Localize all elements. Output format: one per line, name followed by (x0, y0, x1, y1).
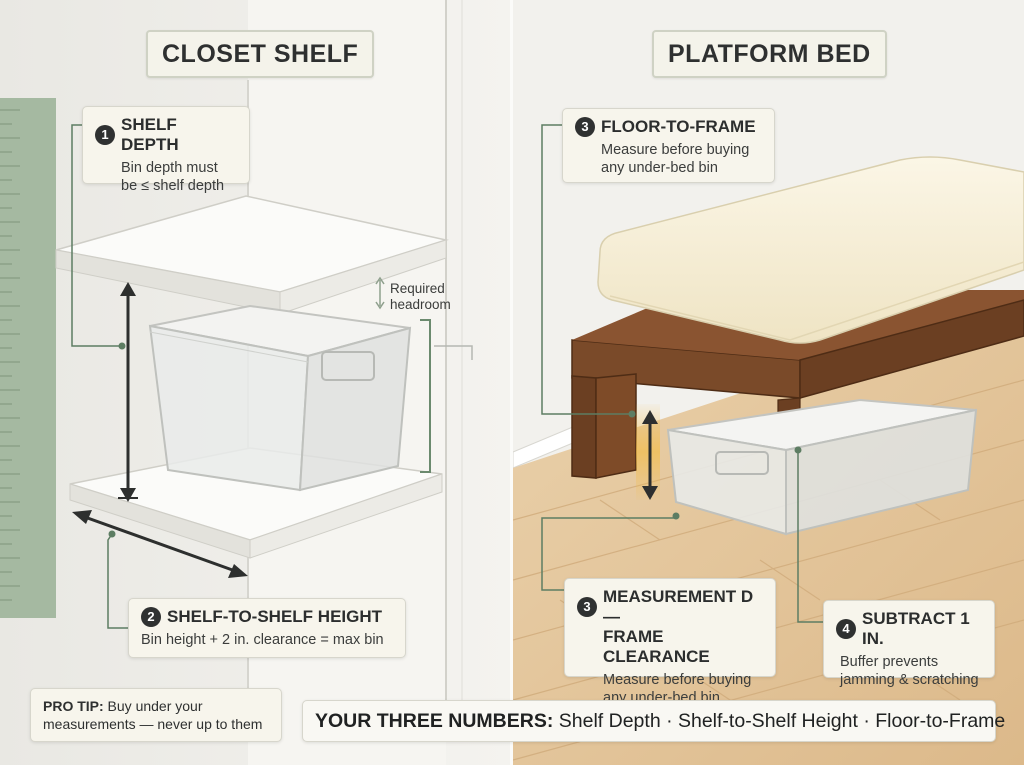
shelf-height-heading: SHELF-TO-SHELF HEIGHT (167, 607, 383, 626)
step-number-badge: 3 (575, 117, 595, 137)
shelf-height-callout: 2 SHELF-TO-SHELF HEIGHT Bin height + 2 i… (128, 598, 406, 658)
subtract-buffer-callout: 4 SUBTRACT 1 IN. Buffer prevents jamming… (823, 600, 995, 688)
floor-to-frame-body-line1: Measure before buying (601, 142, 750, 158)
platform-bed-title: PLATFORM BED (652, 30, 887, 78)
your-three-numbers-banner: YOUR THREE NUMBERS: Shelf Depth · Shelf-… (302, 700, 1005, 742)
ruler (0, 98, 56, 618)
shelf-height-arrow (118, 282, 138, 502)
shelf-depth-heading: SHELF DEPTH (121, 115, 179, 154)
pro-tip-box: PRO TIP: Buy under your measurements — n… (30, 688, 282, 742)
subtract-heading: SUBTRACT 1 IN. (862, 609, 970, 648)
headroom-label-line1: Required (390, 281, 445, 296)
upper-shelf (55, 195, 449, 315)
left-leader-lines (71, 124, 128, 629)
headroom-bracket (375, 276, 473, 473)
shelf-height-body: Bin height + 2 in. clearance = max bin (141, 632, 384, 648)
shelf-depth-body-line2: be ≤ shelf depth (121, 178, 225, 194)
subtract-body-line1: Buffer prevents (840, 654, 939, 670)
frame-clearance-heading-line1: MEASUREMENT D — (603, 587, 754, 626)
shelf-depth-callout: 1 SHELF DEPTH Bin depth must be ≤ shelf … (82, 106, 250, 194)
frame-clearance-body-line1: Measure before buying (603, 672, 752, 688)
step-number-badge: 2 (141, 607, 161, 627)
pro-tip-line1: Buy under your (103, 698, 203, 714)
frame-clearance-heading-line2: FRAME CLEARANCE (603, 627, 710, 666)
step-number-badge: 3 (577, 597, 597, 617)
floor-to-frame-heading: FLOOR-TO-FRAME (601, 117, 756, 136)
shelf-depth-arrow (72, 510, 248, 578)
step-number-badge: 1 (95, 125, 115, 145)
your-three-numbers-label: YOUR THREE NUMBERS: (315, 710, 554, 732)
closet-storage-bin (148, 304, 412, 492)
pro-tip-label: PRO TIP: (43, 698, 104, 714)
floor-to-frame-arrow (642, 410, 658, 500)
headroom-label-line2: headroom (390, 297, 451, 312)
pro-tip-line2: measurements — never up to them (43, 716, 263, 732)
your-three-numbers-text: Shelf Depth · Shelf-to-Shelf Height · Fl… (553, 710, 1006, 732)
required-headroom-label: Required headroom (390, 281, 451, 313)
step-number-badge: 4 (836, 619, 856, 639)
subtract-body-line2: jamming & scratching (840, 672, 979, 688)
closet-shelf-title: CLOSET SHELF (146, 30, 375, 78)
shelf-depth-body-line1: Bin depth must (121, 160, 218, 176)
floor-to-frame-callout: 3 FLOOR-TO-FRAME Measure before buying a… (562, 108, 775, 183)
floor-to-frame-body-line2: any under-bed bin (601, 160, 718, 176)
right-leader-lines (541, 124, 823, 623)
under-bed-bin (666, 398, 978, 536)
frame-clearance-callout: 3 MEASUREMENT D — FRAME CLEARANCE Measur… (564, 578, 776, 706)
mattress (597, 156, 1024, 344)
panel-divider (510, 0, 513, 765)
